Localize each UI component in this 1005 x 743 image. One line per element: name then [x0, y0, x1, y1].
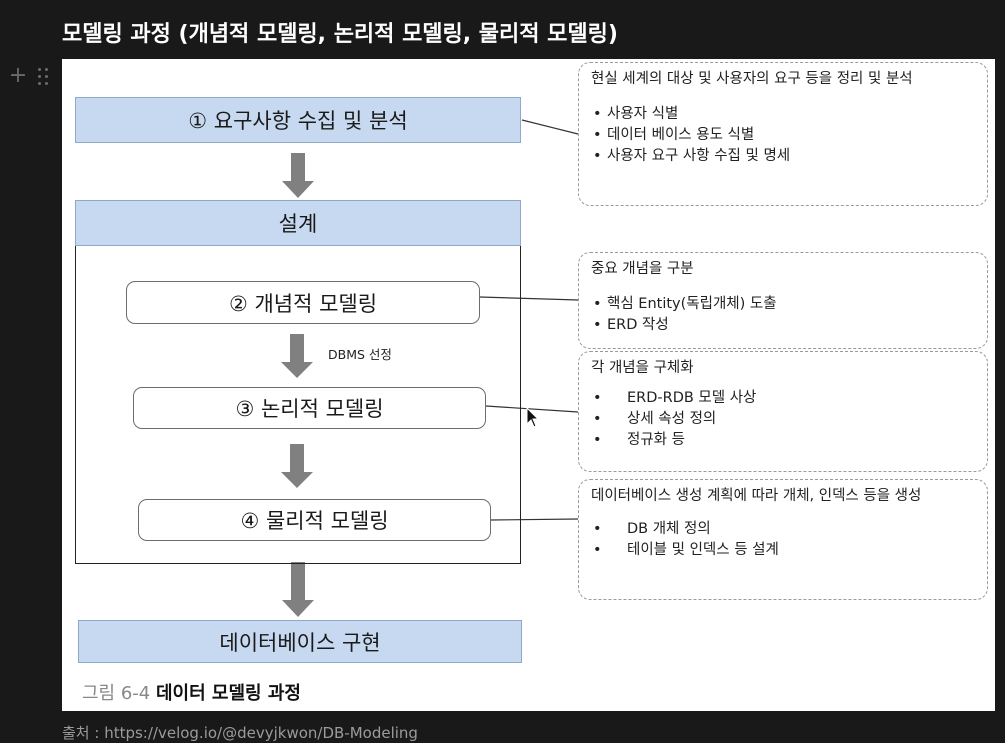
mouse-pointer-icon: [526, 407, 540, 428]
note-requirements: 현실 세계의 대상 및 사용자의 요구 등을 정리 및 분석 사용자 식별 데이…: [578, 62, 988, 206]
note4-item: 테이블 및 인덱스 등 설계: [591, 540, 975, 561]
implement-box: 데이터베이스 구현: [78, 620, 522, 663]
step1-label: ① 요구사항 수집 및 분석: [188, 109, 408, 133]
implement-label: 데이터베이스 구현: [219, 630, 381, 655]
note1-title: 현실 세계의 대상 및 사용자의 요구 등을 정리 및 분석: [591, 71, 913, 87]
design-label: 설계: [278, 212, 318, 236]
note3-item: ERD-RDB 모델 사상: [591, 388, 975, 409]
dbms-select-label: DBMS 선정: [328, 347, 392, 362]
caption-title: 데이터 모델링 과정: [155, 683, 301, 704]
step2-label: ② 개념적 모델링: [228, 291, 378, 316]
step1-requirements-box: ① 요구사항 수집 및 분석: [75, 97, 521, 143]
step3-logical-box: ③ 논리적 모델링: [133, 387, 486, 429]
step4-label: ④ 물리적 모델링: [240, 509, 389, 533]
figure-caption: 그림 6-4 데이터 모델링 과정: [82, 679, 301, 705]
step4-physical-box: ④ 물리적 모델링: [138, 499, 491, 541]
arrows: [281, 153, 314, 617]
note3-item: 상세 속성 정의: [591, 409, 975, 430]
note2-item: ERD 작성: [591, 315, 975, 336]
note1-item: 사용자 요구 사항 수집 및 명세: [591, 146, 975, 167]
modeling-process-figure[interactable]: ① 요구사항 수집 및 분석 설계 ② 개념적 모델링 DBMS 선정 ③ 논리…: [62, 59, 995, 711]
drag-handle-icon[interactable]: [38, 68, 52, 86]
step2-conceptual-box: ② 개념적 모델링: [126, 281, 480, 324]
note4-item: DB 개체 정의: [591, 519, 975, 540]
note3-item: 정규화 등: [591, 430, 975, 451]
note1-item: 사용자 식별: [591, 104, 975, 125]
note-conceptual: 중요 개념을 구분 핵심 Entity(독립개체) 도출 ERD 작성: [578, 252, 988, 349]
caption-prefix: 그림 6-4: [82, 683, 151, 704]
plus-icon[interactable]: +: [8, 63, 28, 88]
note2-title: 중요 개념을 구분: [591, 261, 694, 277]
note1-item: 데이터 베이스 용도 식별: [591, 125, 975, 146]
step3-label: ③ 논리적 모델링: [235, 397, 384, 421]
note2-item: 핵심 Entity(독립개체) 도출: [591, 294, 975, 315]
note-logical: 각 개념을 구체화 ERD-RDB 모델 사상 상세 속성 정의 정규화 등: [578, 351, 988, 472]
page-heading: 모델링 과정 (개념적 모델링, 논리적 모델링, 물리적 모델링): [62, 22, 618, 47]
connector-lines: [281, 119, 579, 617]
source-link[interactable]: 출처 : https://velog.io/@devyjkwon/DB-Mode…: [62, 724, 418, 742]
note3-title: 각 개념을 구체화: [591, 360, 694, 376]
design-box: 설계: [75, 200, 521, 246]
note-physical: 데이터베이스 생성 계획에 따라 개체, 인덱스 등을 생성 DB 개체 정의 …: [578, 479, 988, 600]
note4-title: 데이터베이스 생성 계획에 따라 개체, 인덱스 등을 생성: [591, 488, 922, 504]
